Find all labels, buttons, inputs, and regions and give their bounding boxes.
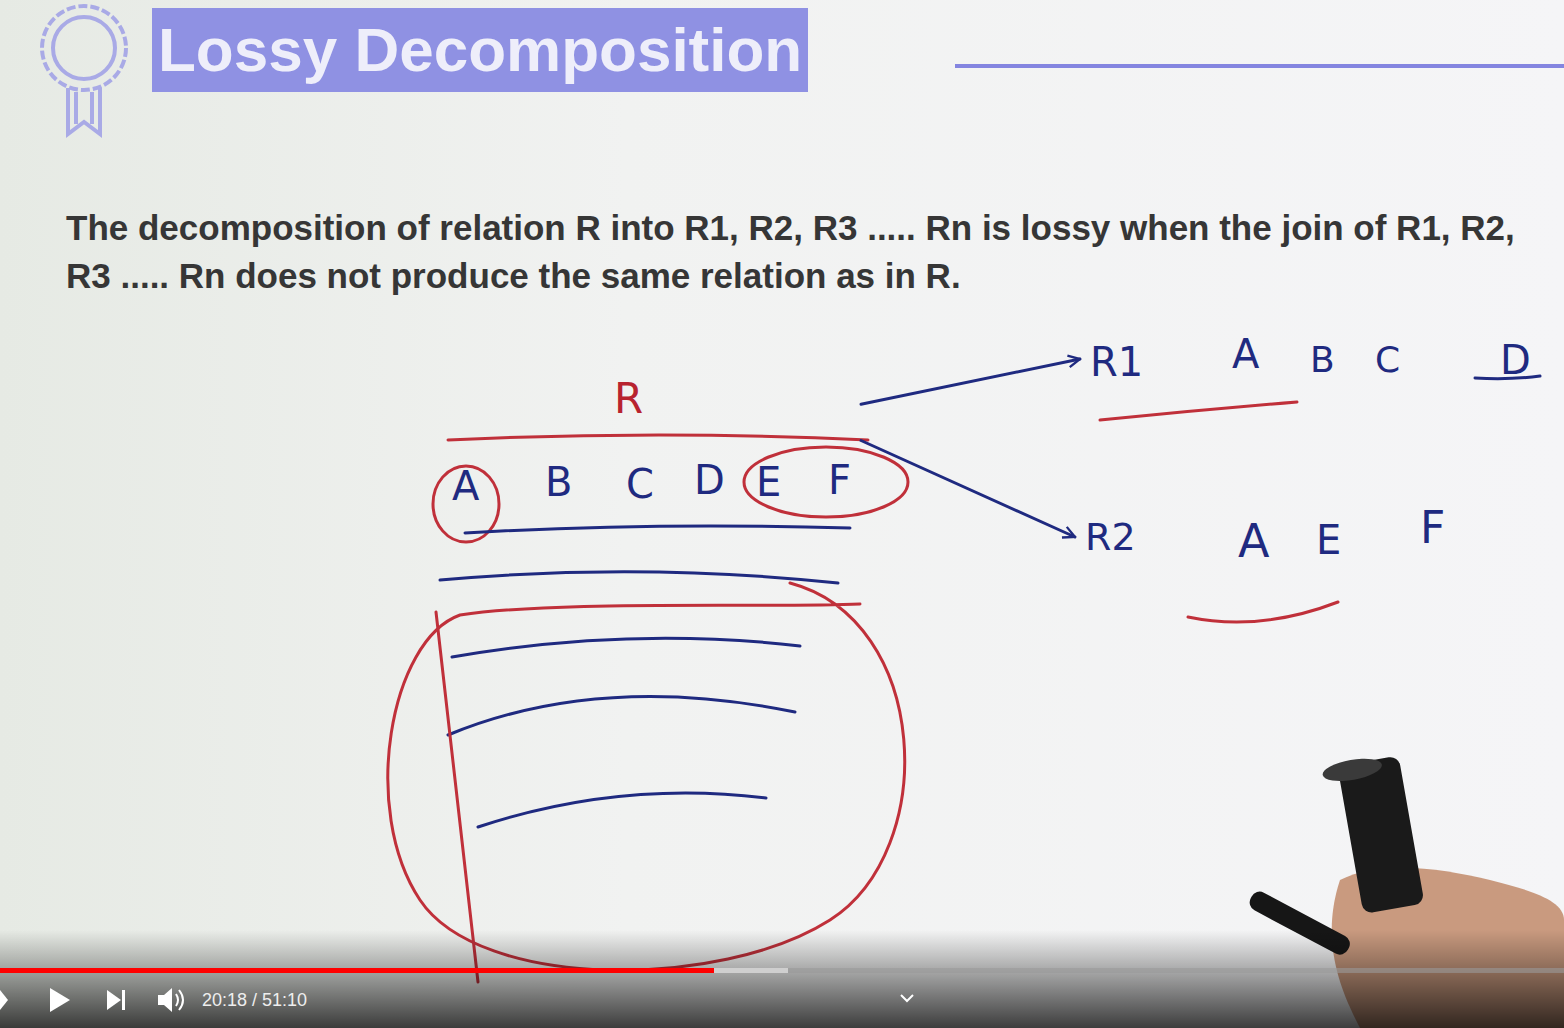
attribute-name: F <box>1420 506 1445 550</box>
rows-circle <box>388 583 905 970</box>
attribute-name: D <box>694 460 725 500</box>
relation-name: R1 <box>1090 342 1143 382</box>
row-line <box>478 793 766 827</box>
attribute-name: E <box>756 462 781 502</box>
attribute-name: F <box>828 460 851 500</box>
underline <box>1188 602 1338 622</box>
arrow-connector <box>861 359 1080 404</box>
attribute-name: A <box>1232 334 1259 374</box>
underline <box>1100 402 1297 420</box>
slide-title: Lossy Decomposition <box>152 8 808 92</box>
sub-relation: R1 A B C D <box>1080 326 1541 392</box>
video-controls <box>0 930 1564 1028</box>
header-rule <box>448 435 868 440</box>
row-line <box>465 526 850 533</box>
sub-relation: R2 A E F <box>1075 500 1455 574</box>
row-line <box>440 572 838 583</box>
row-line <box>448 696 795 735</box>
attribute-name: A <box>452 466 479 506</box>
badge-icon <box>42 6 126 134</box>
attribute-name: A <box>1238 518 1269 564</box>
attribute-name: D <box>1500 340 1531 380</box>
attribute-name: B <box>545 462 572 502</box>
definition-text: The decomposition of relation R into R1,… <box>66 204 1556 300</box>
relation-name: R2 <box>1085 518 1136 556</box>
arrow-connector <box>861 441 1075 538</box>
relation: R A B CDE F <box>430 365 861 516</box>
attribute-name: C <box>626 464 654 504</box>
column-line <box>436 612 478 982</box>
attribute-name: B <box>1310 342 1335 378</box>
attribute-name: E <box>1316 520 1341 560</box>
attribute-circle <box>744 447 908 517</box>
attribute-name: C <box>1375 342 1400 378</box>
video-time: 20:18 / 51:10 <box>202 989 307 1011</box>
relation-name: R <box>614 378 643 420</box>
row-line <box>452 638 800 657</box>
title-rule <box>955 64 1564 68</box>
